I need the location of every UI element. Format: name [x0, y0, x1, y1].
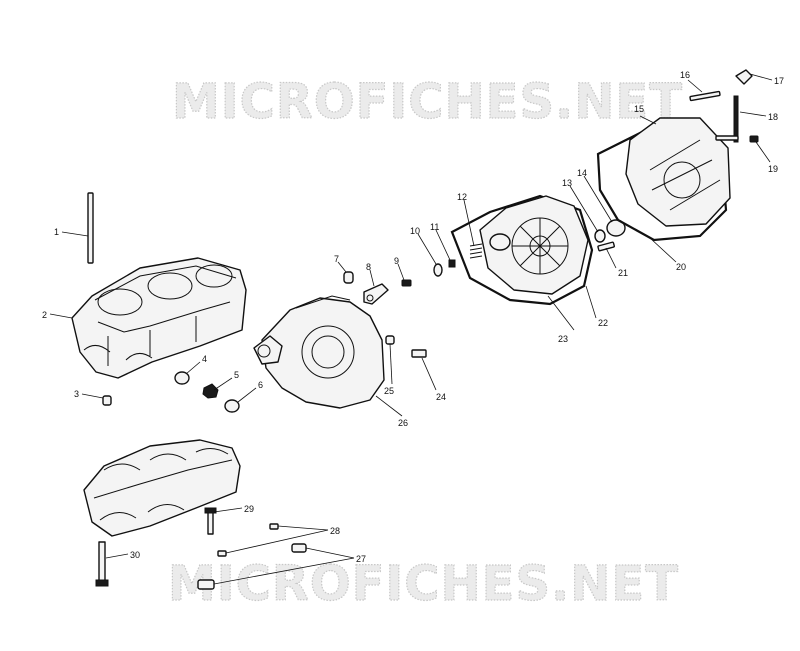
- callout-9: 9: [394, 256, 399, 266]
- lower-crankcase: [83, 439, 241, 537]
- callout-2: 2: [42, 310, 47, 320]
- part-15-outer-cover: [625, 117, 731, 227]
- callout-12: 12: [457, 192, 467, 202]
- callout-26: 26: [398, 418, 408, 428]
- callout-16: 16: [680, 70, 690, 80]
- callout-22: 22: [598, 318, 608, 328]
- callout-27: 27: [356, 554, 366, 564]
- part-7-bushing: [343, 271, 354, 284]
- part-22-gasket: [450, 194, 594, 306]
- callout-14: 14: [577, 168, 587, 178]
- part-11-nut: [448, 259, 456, 268]
- part-25-dowel: [385, 335, 395, 345]
- part-29-bolt: [204, 507, 217, 535]
- callout-20: 20: [676, 262, 686, 272]
- callout-19: 19: [768, 164, 778, 174]
- part-5-nut: [202, 383, 219, 399]
- part-16-screw: [689, 90, 721, 102]
- callout-15: 15: [634, 104, 644, 114]
- callout-25: 25: [384, 386, 394, 396]
- part-1-stud: [87, 192, 94, 264]
- part-27-plugs: [197, 543, 307, 590]
- callout-1: 1: [54, 227, 59, 237]
- part-23-clutch-cover: [479, 195, 589, 295]
- callout-4: 4: [202, 354, 207, 364]
- callout-18: 18: [768, 112, 778, 122]
- callout-3: 3: [74, 389, 79, 399]
- callout-29: 29: [244, 504, 254, 514]
- part-28-screws: [217, 523, 279, 557]
- watermark-top: MICROFICHES.NET: [172, 74, 683, 130]
- part-14-plug: [606, 219, 626, 237]
- part-2-upper-crankcase: [71, 257, 247, 379]
- part-9-screw: [401, 279, 412, 287]
- leader-lines: [49, 73, 773, 585]
- watermark-bottom: MICROFICHES.NET: [168, 556, 679, 612]
- part-19-screw: [749, 135, 759, 143]
- callout-21: 21: [618, 268, 628, 278]
- callout-24: 24: [436, 392, 446, 402]
- part-8-lever: [363, 283, 389, 305]
- part-6-bushing: [224, 399, 240, 413]
- callout-5: 5: [234, 370, 239, 380]
- callout-8: 8: [366, 262, 371, 272]
- part-4-bushing: [174, 371, 190, 385]
- callout-23: 23: [558, 334, 568, 344]
- callout-10: 10: [410, 226, 420, 236]
- part-17-fitting: [735, 69, 753, 85]
- callout-labels: 1 2 3 4 5 6 7 8 9 10 11 12 13 14 15 16 1…: [42, 70, 784, 564]
- part-18-pin: [715, 95, 739, 143]
- part-21-bolt: [597, 241, 615, 252]
- part-12-spring: [469, 243, 483, 259]
- part-3-dowel: [102, 395, 112, 406]
- callout-13: 13: [562, 178, 572, 188]
- part-26-gear-cover: [253, 295, 385, 409]
- part-30-bolt: [95, 541, 109, 587]
- part-10-washer: [433, 263, 443, 277]
- callout-6: 6: [258, 380, 263, 390]
- part-13-oring: [594, 229, 606, 243]
- part-24-bolt: [411, 349, 427, 358]
- callout-11: 11: [430, 222, 439, 232]
- callout-17: 17: [774, 76, 784, 86]
- callout-28: 28: [330, 526, 340, 536]
- callout-30: 30: [130, 550, 140, 560]
- callout-7: 7: [334, 254, 339, 264]
